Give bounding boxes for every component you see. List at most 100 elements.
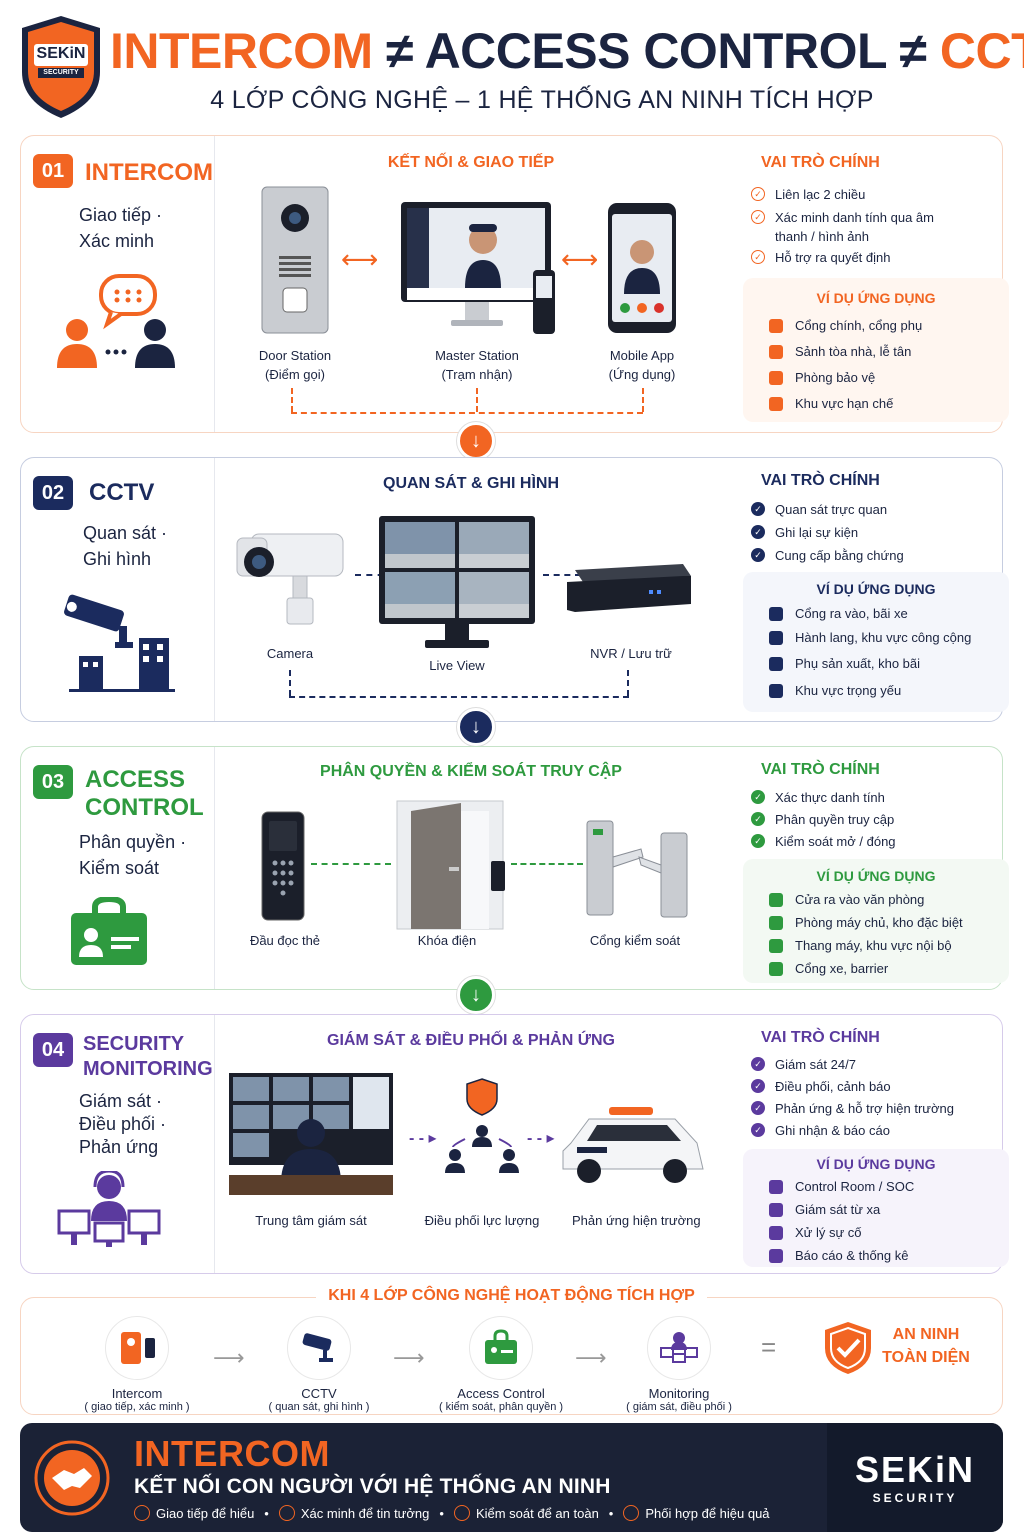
section-desc-2: Ghi hình xyxy=(83,549,152,569)
examples-title: VÍ DỤ ỨNG DỤNG xyxy=(816,868,936,884)
page-title: INTERCOM ≠ ACCESS CONTROL ≠ CCTV xyxy=(110,22,1024,80)
integration-step-intercom: Intercom ( giao tiếp, xác minh ) xyxy=(57,1316,217,1413)
section-number: 03 xyxy=(33,765,73,799)
role-item: ✓Ghi lại sự kiện xyxy=(751,523,858,542)
verify-icon xyxy=(278,1505,295,1521)
role-item: ✓Điều phối, cảnh báo xyxy=(751,1077,891,1096)
example-item: Khu vực trọng yếu xyxy=(769,683,901,698)
section-intercom-left: 01 INTERCOM Giao tiếp · Xác minh xyxy=(21,136,215,432)
access-card-lock-icon xyxy=(71,897,147,965)
door-station-device xyxy=(261,186,329,334)
intercom-device-icon xyxy=(105,1316,169,1380)
check-icon: ✓ xyxy=(751,834,765,848)
section-mid-title: PHÂN QUYỀN & KIỂM SOÁT TRUY CẬP xyxy=(320,763,622,780)
device-label: Door Station xyxy=(258,348,332,363)
server-room-icon xyxy=(769,915,783,930)
live-view-monitor xyxy=(379,516,535,648)
role-title: VAI TRÒ CHÍNH xyxy=(761,761,880,778)
example-item: Xử lý sự cố xyxy=(769,1225,862,1240)
reception-icon xyxy=(769,344,783,359)
example-item: Phụ sản xuất, kho bãi xyxy=(769,656,920,671)
device-label: Đầu đọc thẻ xyxy=(249,933,321,948)
section-desc-3: Phản ứng xyxy=(79,1137,159,1157)
down-arrow-icon: ↓ xyxy=(457,422,495,460)
example-item: Thang máy, khu vực nội bộ xyxy=(769,938,952,953)
section-name: CCTV xyxy=(89,479,155,506)
right-arrow-icon: ⟶ xyxy=(213,1345,245,1370)
check-icon: ✓ xyxy=(751,525,765,539)
device-label: Trung tâm giám sát xyxy=(255,1213,367,1228)
factory-icon xyxy=(769,656,783,671)
cctv-camera-device xyxy=(236,533,344,625)
section-mid-title: GIÁM SÁT & ĐIỀU PHỐI & PHẢN ỨNG xyxy=(327,1032,615,1049)
examples-box: VÍ DỤ ỨNG DỤNG Control Room / SOC Giám s… xyxy=(743,1149,1009,1267)
nvr-recorder-device xyxy=(567,564,691,612)
title-neq-1: ≠ xyxy=(386,23,414,79)
section-number: 02 xyxy=(33,476,73,510)
section-mid-title: QUAN SÁT & GHI HÌNH xyxy=(383,475,559,492)
device-label: Master Station xyxy=(435,348,519,363)
sekin-shield-logo xyxy=(22,16,100,118)
footer-value: Phối hợp để hiệu quả xyxy=(623,1505,770,1521)
role-item: ✓Hỗ trợ ra quyết định xyxy=(751,248,890,267)
role-title: VAI TRÒ CHÍNH xyxy=(761,472,880,489)
electric-lock-door xyxy=(396,800,505,930)
example-item: Phòng bảo vệ xyxy=(769,370,875,385)
elevator-icon xyxy=(769,938,783,953)
check-icon: ✓ xyxy=(751,187,765,201)
section-monitoring-right: VAI TRÒ CHÍNH ✓Giám sát 24/7 ✓Điều phối,… xyxy=(723,1015,1009,1273)
right-arrow-icon: ⟶ xyxy=(575,1345,607,1370)
examples-box: VÍ DỤ ỨNG DỤNG Cửa ra vào văn phòng Phòn… xyxy=(743,859,1009,983)
car-icon xyxy=(769,606,783,621)
check-icon: ✓ xyxy=(751,502,765,516)
title-cctv: CCTV xyxy=(939,23,1024,79)
section-number: 01 xyxy=(33,154,73,188)
connector-line xyxy=(289,670,291,696)
section-desc-1: Quan sát · xyxy=(83,523,168,543)
cctv-camera-icon xyxy=(287,1316,351,1380)
section-access-right: VAI TRÒ CHÍNH ✓Xác thực danh tính ✓Phân … xyxy=(723,747,1009,989)
connector-line xyxy=(355,574,395,576)
mobile-app-phone xyxy=(608,203,676,333)
role-title: VAI TRÒ CHÍNH xyxy=(761,154,880,171)
example-item: Báo cáo & thống kê xyxy=(769,1248,908,1263)
force-dispatch-illustration xyxy=(445,1078,519,1173)
check-icon: ✓ xyxy=(751,1079,765,1093)
cctv-building-icon xyxy=(64,594,175,692)
examples-title: VÍ DỤ ỨNG DỤNG xyxy=(816,1156,936,1172)
step-desc: ( quan sát, ghi hình ) xyxy=(268,1401,370,1413)
restricted-area-icon xyxy=(769,396,783,411)
connector-line xyxy=(311,863,391,865)
connector-line xyxy=(543,574,581,576)
section-desc-2: Kiểm soát xyxy=(79,858,160,878)
critical-area-icon xyxy=(769,683,783,698)
check-icon: ✓ xyxy=(751,548,765,562)
guard-icon xyxy=(769,370,783,385)
office-door-icon xyxy=(769,892,783,907)
connector-line xyxy=(511,863,583,865)
role-item: ✓Kiểm soát mở / đóng xyxy=(751,832,896,851)
example-item: Cổng ra vào, bãi xe xyxy=(769,606,908,621)
integration-panel: KHI 4 LỚP CÔNG NGHỆ HOẠT ĐỘNG TÍCH HỢP I… xyxy=(20,1287,1003,1415)
remote-monitor-icon xyxy=(769,1202,783,1217)
logo-sub: SECURITY xyxy=(43,69,79,76)
communicate-icon xyxy=(134,1505,150,1521)
device-label: Điều phối lực lượng xyxy=(424,1213,540,1228)
role-item: ✓Liên lạc 2 chiều xyxy=(751,185,865,204)
example-item: Cổng chính, cổng phụ xyxy=(769,318,922,333)
field-response-vehicle xyxy=(562,1107,704,1183)
section-name-line1: ACCESS xyxy=(85,766,186,793)
page-subtitle: 4 LỚP CÔNG NGHỆ – 1 HỆ THỐNG AN NINH TÍC… xyxy=(210,86,874,114)
integration-step-monitoring: Monitoring ( giám sát, điều phối ) xyxy=(599,1316,759,1413)
role-item: ✓Xác thực danh tính xyxy=(751,788,885,807)
footer-subtitle: KẾT NỐI CON NGƯỜI VỚI HỆ THỐNG AN NINH xyxy=(134,1475,611,1498)
example-item: Control Room / SOC xyxy=(769,1179,914,1194)
down-arrow-icon: ↓ xyxy=(457,708,495,746)
device-sub: (Trạm nhận) xyxy=(441,367,513,382)
section-cctv-right: VAI TRÒ CHÍNH ✓Quan sát trực quan ✓Ghi l… xyxy=(723,458,1009,721)
brand-sub: SECURITY xyxy=(872,1491,958,1505)
equals-sign: = xyxy=(761,1332,777,1362)
role-item: ✓Quan sát trực quan xyxy=(751,500,887,519)
device-label: Cổng kiểm soát xyxy=(589,933,681,948)
master-station-monitor xyxy=(401,202,555,334)
